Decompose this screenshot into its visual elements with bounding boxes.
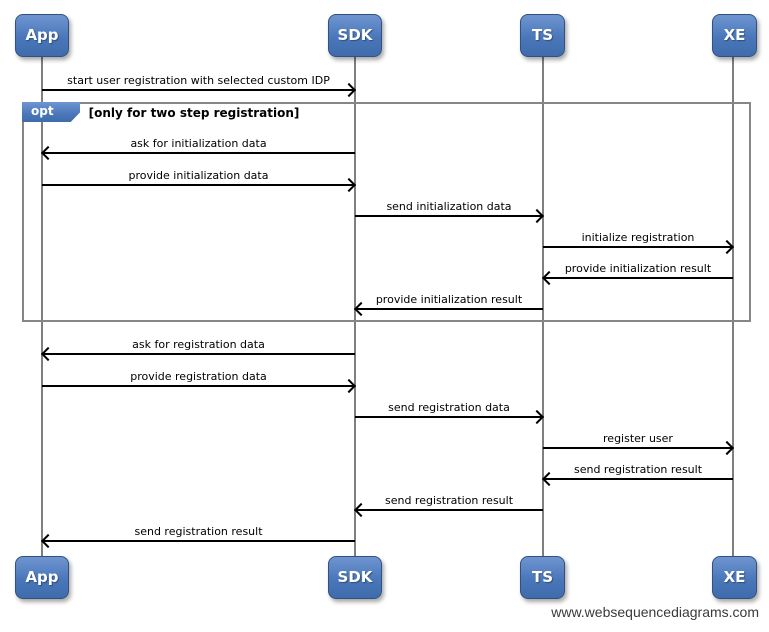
actor-bottom-sdk: SDK	[328, 556, 382, 599]
lifeline-xe	[732, 56, 734, 556]
message-label: send initialization data	[386, 200, 512, 213]
message-label: register user	[603, 432, 673, 445]
actor-bottom-app: App	[15, 556, 69, 599]
message-register-user: register user	[543, 432, 735, 456]
message-label: send registration result	[573, 463, 703, 476]
message-provide-init-result-ts-sdk: provide initialization result	[353, 293, 543, 317]
arrow-line	[353, 301, 543, 317]
actor-top-xe: XE	[712, 14, 757, 57]
message-provide-init-result-xe-ts: provide initialization result	[541, 262, 733, 286]
message-provide-init-data: provide initialization data	[42, 169, 357, 193]
opt-fragment-operator-tab: opt	[22, 102, 80, 122]
actor-top-ts: TS	[520, 14, 565, 57]
message-label: send registration result	[384, 494, 514, 507]
arrow-line	[355, 208, 545, 224]
message-label: send registration data	[388, 401, 510, 414]
arrow-line	[543, 440, 735, 456]
arrow-line	[40, 533, 355, 549]
message-label: provide initialization result	[375, 293, 523, 306]
arrow-line	[541, 471, 733, 487]
message-ask-registration-data: ask for registration data	[40, 338, 355, 362]
message-start-user-registration: start user registration with selected cu…	[42, 74, 357, 98]
opt-fragment-condition: [only for two step registration]	[88, 106, 300, 120]
arrow-line	[541, 270, 733, 286]
arrow-line	[543, 239, 735, 255]
message-label: ask for initialization data	[130, 137, 267, 150]
lifeline-sdk	[354, 56, 356, 556]
arrow-line	[42, 82, 357, 98]
message-label: provide initialization data	[128, 169, 269, 182]
message-label: initialize registration	[581, 231, 695, 244]
actor-bottom-ts: TS	[520, 556, 565, 599]
message-ask-init-data: ask for initialization data	[40, 137, 355, 161]
message-provide-registration-data: provide registration data	[42, 370, 357, 394]
message-send-registration-result-ts-sdk: send registration result	[353, 494, 543, 518]
actor-top-sdk: SDK	[328, 14, 382, 57]
arrow-line	[353, 502, 543, 518]
arrow-line	[42, 378, 357, 394]
message-label: provide registration data	[130, 370, 267, 383]
message-send-registration-result-sdk-app: send registration result	[40, 525, 355, 549]
message-label: ask for registration data	[132, 338, 265, 351]
message-initialize-registration: initialize registration	[543, 231, 735, 255]
arrow-line	[42, 177, 357, 193]
message-send-registration-data: send registration data	[355, 401, 545, 425]
message-send-init-data: send initialization data	[355, 200, 545, 224]
message-label: start user registration with selected cu…	[67, 74, 330, 87]
opt-fragment-frame: opt [only for two step registration]	[22, 102, 751, 322]
actor-top-app: App	[15, 14, 69, 57]
message-label: send registration result	[134, 525, 263, 538]
lifeline-ts	[542, 56, 544, 556]
lifeline-app	[41, 56, 43, 556]
watermark: www.websequencediagrams.com	[551, 604, 759, 620]
message-label: provide initialization result	[564, 262, 712, 275]
arrow-line	[355, 409, 545, 425]
actor-bottom-xe: XE	[712, 556, 757, 599]
message-send-registration-result-xe-ts: send registration result	[541, 463, 733, 487]
arrow-line	[40, 346, 355, 362]
arrow-line	[40, 145, 355, 161]
